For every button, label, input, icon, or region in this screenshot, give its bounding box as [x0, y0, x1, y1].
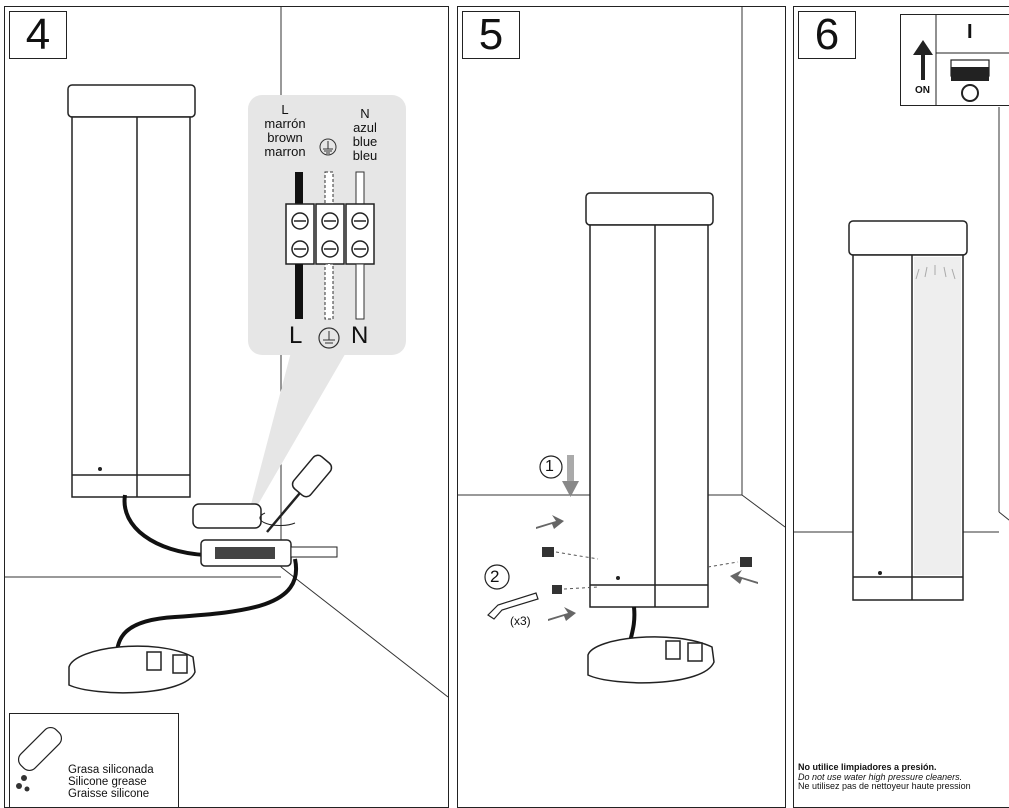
- step-number: 5: [462, 11, 520, 59]
- live-name-en: brown: [267, 130, 303, 145]
- grease-fr: Graisse silicone: [68, 788, 150, 800]
- warning-es: No utilice limpiadores a presión.: [798, 762, 937, 772]
- silicone-grease-box: Grasa siliconada Silicone grease Graisse…: [9, 713, 179, 807]
- grease-text: Grasa siliconada Silicone grease Graisse…: [68, 764, 154, 800]
- grease-tube-icon: [16, 726, 63, 792]
- step-number: 6: [798, 11, 856, 59]
- live-name-es: marrón: [264, 116, 306, 131]
- neutral-name-es: azul: [353, 120, 377, 135]
- bottom-live-label: L: [289, 322, 303, 349]
- bottom-neutral-label: N: [351, 322, 369, 349]
- neutral-name-en: blue: [352, 134, 378, 149]
- grease-en: Silicone grease: [68, 776, 147, 788]
- grease-es: Grasa siliconada: [68, 764, 154, 776]
- neutral-name-fr: bleu: [352, 148, 378, 163]
- step-5-panel: 5 1 2 (x3): [457, 6, 786, 808]
- step-6-illustration: [794, 107, 1009, 601]
- switch-on-symbol: I: [967, 21, 973, 43]
- warning-fr: Ne utilisez pas de nettoyeur haute press…: [798, 781, 971, 791]
- off-symbol-icon: [961, 84, 979, 102]
- quantity-label: (x3): [510, 614, 531, 628]
- step-4-panel: 4 L marrón brown marron N azul blue bleu…: [4, 6, 449, 808]
- neutral-letter: N: [360, 106, 370, 121]
- step-5-illustration: [458, 7, 785, 684]
- live-letter: L: [281, 102, 289, 117]
- lamp-body: [67, 84, 196, 498]
- step-6-panel: 6 I ON No utilice limpiadores a presión.…: [793, 6, 1009, 808]
- step-number: 4: [9, 11, 67, 59]
- up-arrow-icon: [913, 40, 933, 80]
- switch-icon: [913, 15, 1009, 105]
- power-switch-box: I ON: [900, 14, 1009, 106]
- warning-en: Do not use water high pressure cleaners.: [798, 771, 963, 782]
- sub-step-1: 1: [545, 458, 554, 475]
- on-label: ON: [915, 85, 930, 96]
- live-wire-label: L marrón brown marron: [259, 103, 311, 159]
- neutral-wire-label: N azul blue bleu: [345, 107, 385, 163]
- lamp-body: [585, 192, 714, 608]
- pressure-cleaner-warning: No utilice limpiadores a presión. Do not…: [798, 762, 1009, 792]
- step-4-illustration: [5, 7, 448, 698]
- sub-step-2: 2: [490, 567, 500, 586]
- live-name-fr: marron: [264, 144, 306, 159]
